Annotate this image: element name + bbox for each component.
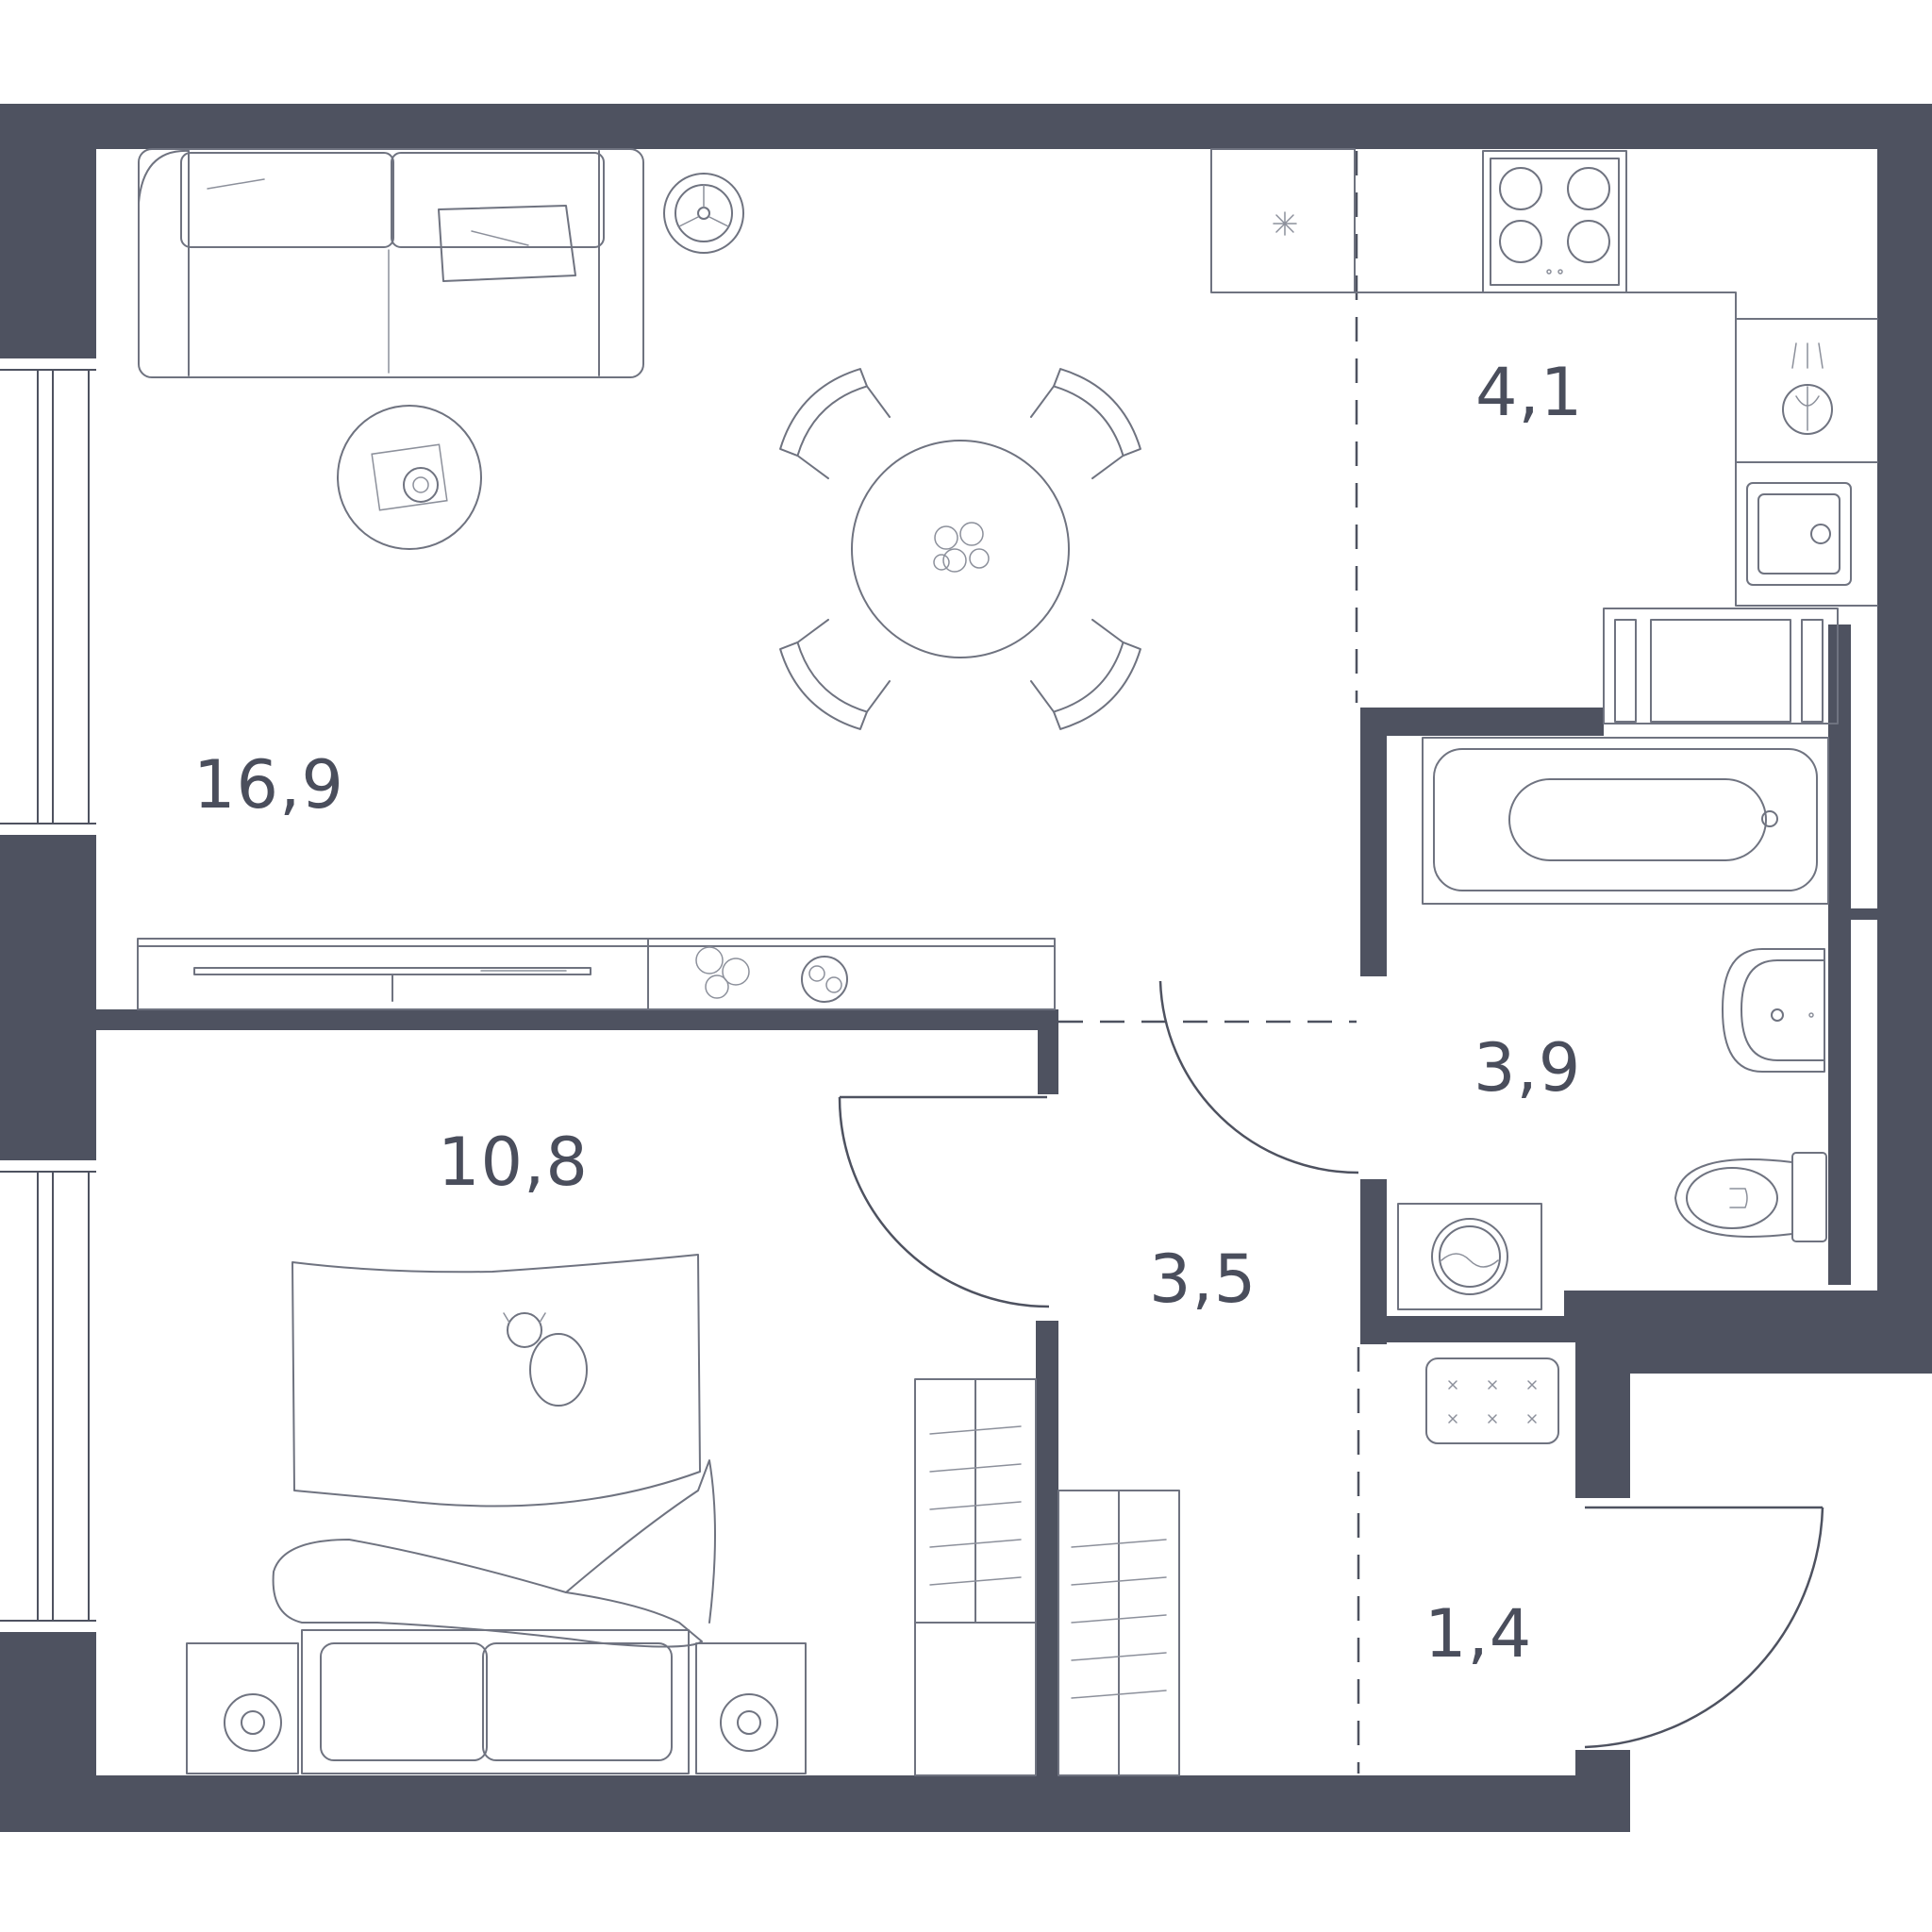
area-hallway: 3,5 (1149, 1241, 1257, 1318)
washbasin-icon (1722, 948, 1825, 1073)
wall-entrance-top (1575, 1319, 1932, 1374)
area-entrance: 1,4 (1424, 1595, 1532, 1673)
wall-bath-right (1828, 625, 1851, 1285)
wall-right-lower (1877, 625, 1932, 1340)
pillow-icon (320, 1642, 673, 1761)
wall-bath-left-upper (1360, 708, 1387, 976)
bathtub-icon (1422, 737, 1829, 905)
wall-entrance-jamb-top (1575, 1319, 1630, 1498)
wall-bath-bottom-right (1564, 1291, 1877, 1319)
wall-hall-lower (1036, 1321, 1058, 1777)
television-icon (193, 967, 591, 1002)
coffee-table-icon (337, 405, 482, 550)
refrigerator-icon (1210, 148, 1356, 293)
wall-shaft (1828, 908, 1877, 920)
washing-machine-icon (1603, 608, 1839, 724)
area-bathroom: 3,9 (1474, 1029, 1581, 1107)
wall-entrance-jamb-bottom (1575, 1750, 1630, 1832)
flower-vase-icon (933, 522, 990, 573)
dining-table-icon (851, 440, 1070, 658)
wall-left-middle (0, 835, 96, 1160)
area-living-kitchen: 16,9 (193, 746, 344, 824)
wall-left-top (0, 104, 96, 358)
window-upper (0, 358, 96, 835)
washing-machine-icon (1397, 1203, 1542, 1310)
wardrobe-icon (1058, 1490, 1180, 1776)
wall-hall-upper (1038, 1009, 1058, 1094)
wall-bath-top (1360, 708, 1604, 736)
walls (0, 104, 1932, 1832)
wall-top (0, 104, 1932, 149)
wardrobe-icon (914, 1378, 1037, 1776)
door-bathroom[interactable] (1158, 980, 1359, 1174)
nightstand-icon (186, 1642, 807, 1774)
kitchen-sink-icon (1746, 482, 1852, 586)
wall-bath-bottom (1360, 1316, 1577, 1342)
floor-lamp-icon (663, 173, 744, 254)
window-lower (0, 1160, 96, 1632)
door-bedroom[interactable] (838, 1095, 1050, 1308)
door-entrance[interactable] (1584, 1506, 1824, 1749)
toilet-icon (1674, 1152, 1827, 1242)
faucet-icon (1782, 342, 1833, 435)
table-lamp-icon (224, 1693, 778, 1752)
dining-chair-icon (779, 368, 1141, 730)
area-kitchen: 4,1 (1475, 354, 1583, 431)
wall-right-top (1877, 104, 1932, 625)
kitchen-counter (1354, 291, 1878, 607)
wall-living-bedroom (96, 1009, 1057, 1030)
flower-vase-icon (695, 946, 848, 1003)
cooktop-icon (1482, 150, 1627, 293)
shoe-rack-icon (1425, 1357, 1559, 1444)
bed-icon (272, 1254, 716, 1774)
dog-icon (503, 1312, 588, 1407)
area-bedroom: 10,8 (438, 1124, 589, 1201)
sofa-icon (138, 148, 644, 378)
wall-bottom (0, 1775, 1630, 1832)
tv-stand-icon (137, 938, 1056, 1010)
